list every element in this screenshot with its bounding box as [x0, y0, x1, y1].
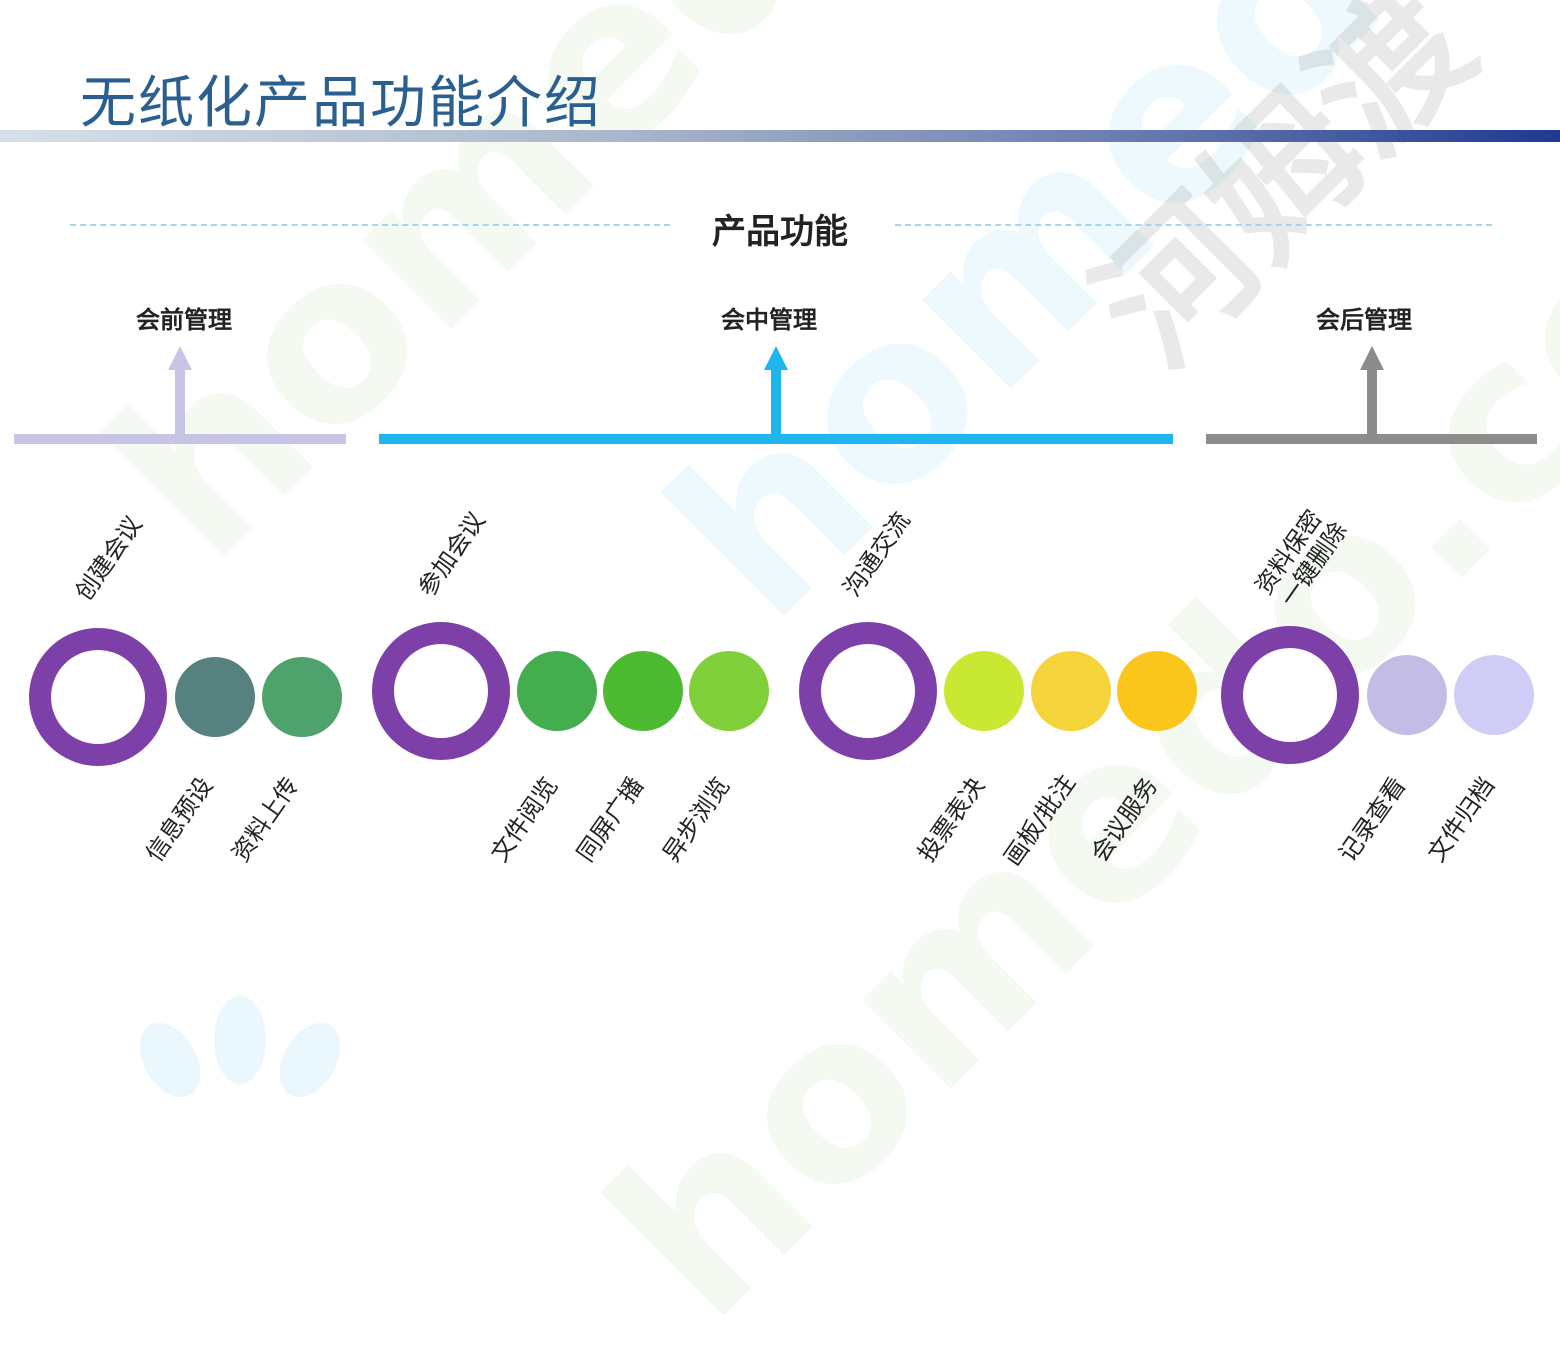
feature-dot [1031, 651, 1111, 731]
phase-bar-post [1206, 434, 1537, 444]
feature-dot [944, 651, 1024, 731]
feature-label: 记录查看 [1333, 772, 1412, 867]
feature-dot [517, 651, 597, 731]
phase-label-pre: 会前管理 [136, 306, 232, 334]
feature-dot [262, 657, 342, 737]
group-label-join-meeting: 参加会议 [412, 506, 491, 602]
page-title: 无纸化产品功能介绍 [80, 71, 602, 136]
feature-dot [689, 651, 769, 731]
group-ring-data-security [1221, 626, 1359, 764]
arrow-up-icon [168, 346, 192, 370]
feature-dot [1367, 655, 1447, 735]
feature-label: 会议服务 [1085, 772, 1164, 867]
arrow-up-icon [1360, 346, 1384, 370]
phase-label-post: 会后管理 [1316, 306, 1412, 334]
section-heading: 产品功能 [712, 212, 848, 252]
phase-bar-during [379, 434, 1173, 444]
feature-label: 画板/批注 [998, 769, 1082, 871]
group-label-create-meeting: 创建会议 [69, 510, 148, 606]
group-ring-create-meeting [29, 628, 167, 766]
watermark-cjk: 河姆渡 [1064, 0, 1506, 398]
watermark-logo [139, 996, 341, 1097]
phase-arrow-shaft-during [771, 368, 781, 436]
phase-bar-pre [14, 434, 346, 444]
phase-arrow-shaft-pre [175, 368, 185, 436]
feature-dot [1454, 655, 1534, 735]
phase-label-during: 会中管理 [721, 306, 817, 334]
feature-label: 信息预设 [140, 772, 219, 867]
feature-dot [175, 657, 255, 737]
group-label-communication: 沟通交流 [837, 506, 916, 602]
group-ring-join-meeting [372, 622, 510, 760]
heading-divider-right [895, 224, 1492, 226]
feature-label: 文件归档 [1422, 772, 1501, 867]
feature-label: 文件阅览 [485, 772, 564, 867]
feature-label: 投票表决 [912, 772, 991, 867]
group-ring-communication [799, 622, 937, 760]
feature-dot [603, 651, 683, 731]
feature-dot [1117, 651, 1197, 731]
feature-label: 异步浏览 [657, 772, 736, 867]
phase-arrow-shaft-post [1367, 368, 1377, 436]
heading-divider-left [70, 224, 670, 226]
title-underline [0, 130, 1560, 142]
feature-label: 同屏广播 [571, 772, 650, 867]
arrow-up-icon [764, 346, 788, 370]
feature-label: 资料上传 [226, 772, 305, 867]
